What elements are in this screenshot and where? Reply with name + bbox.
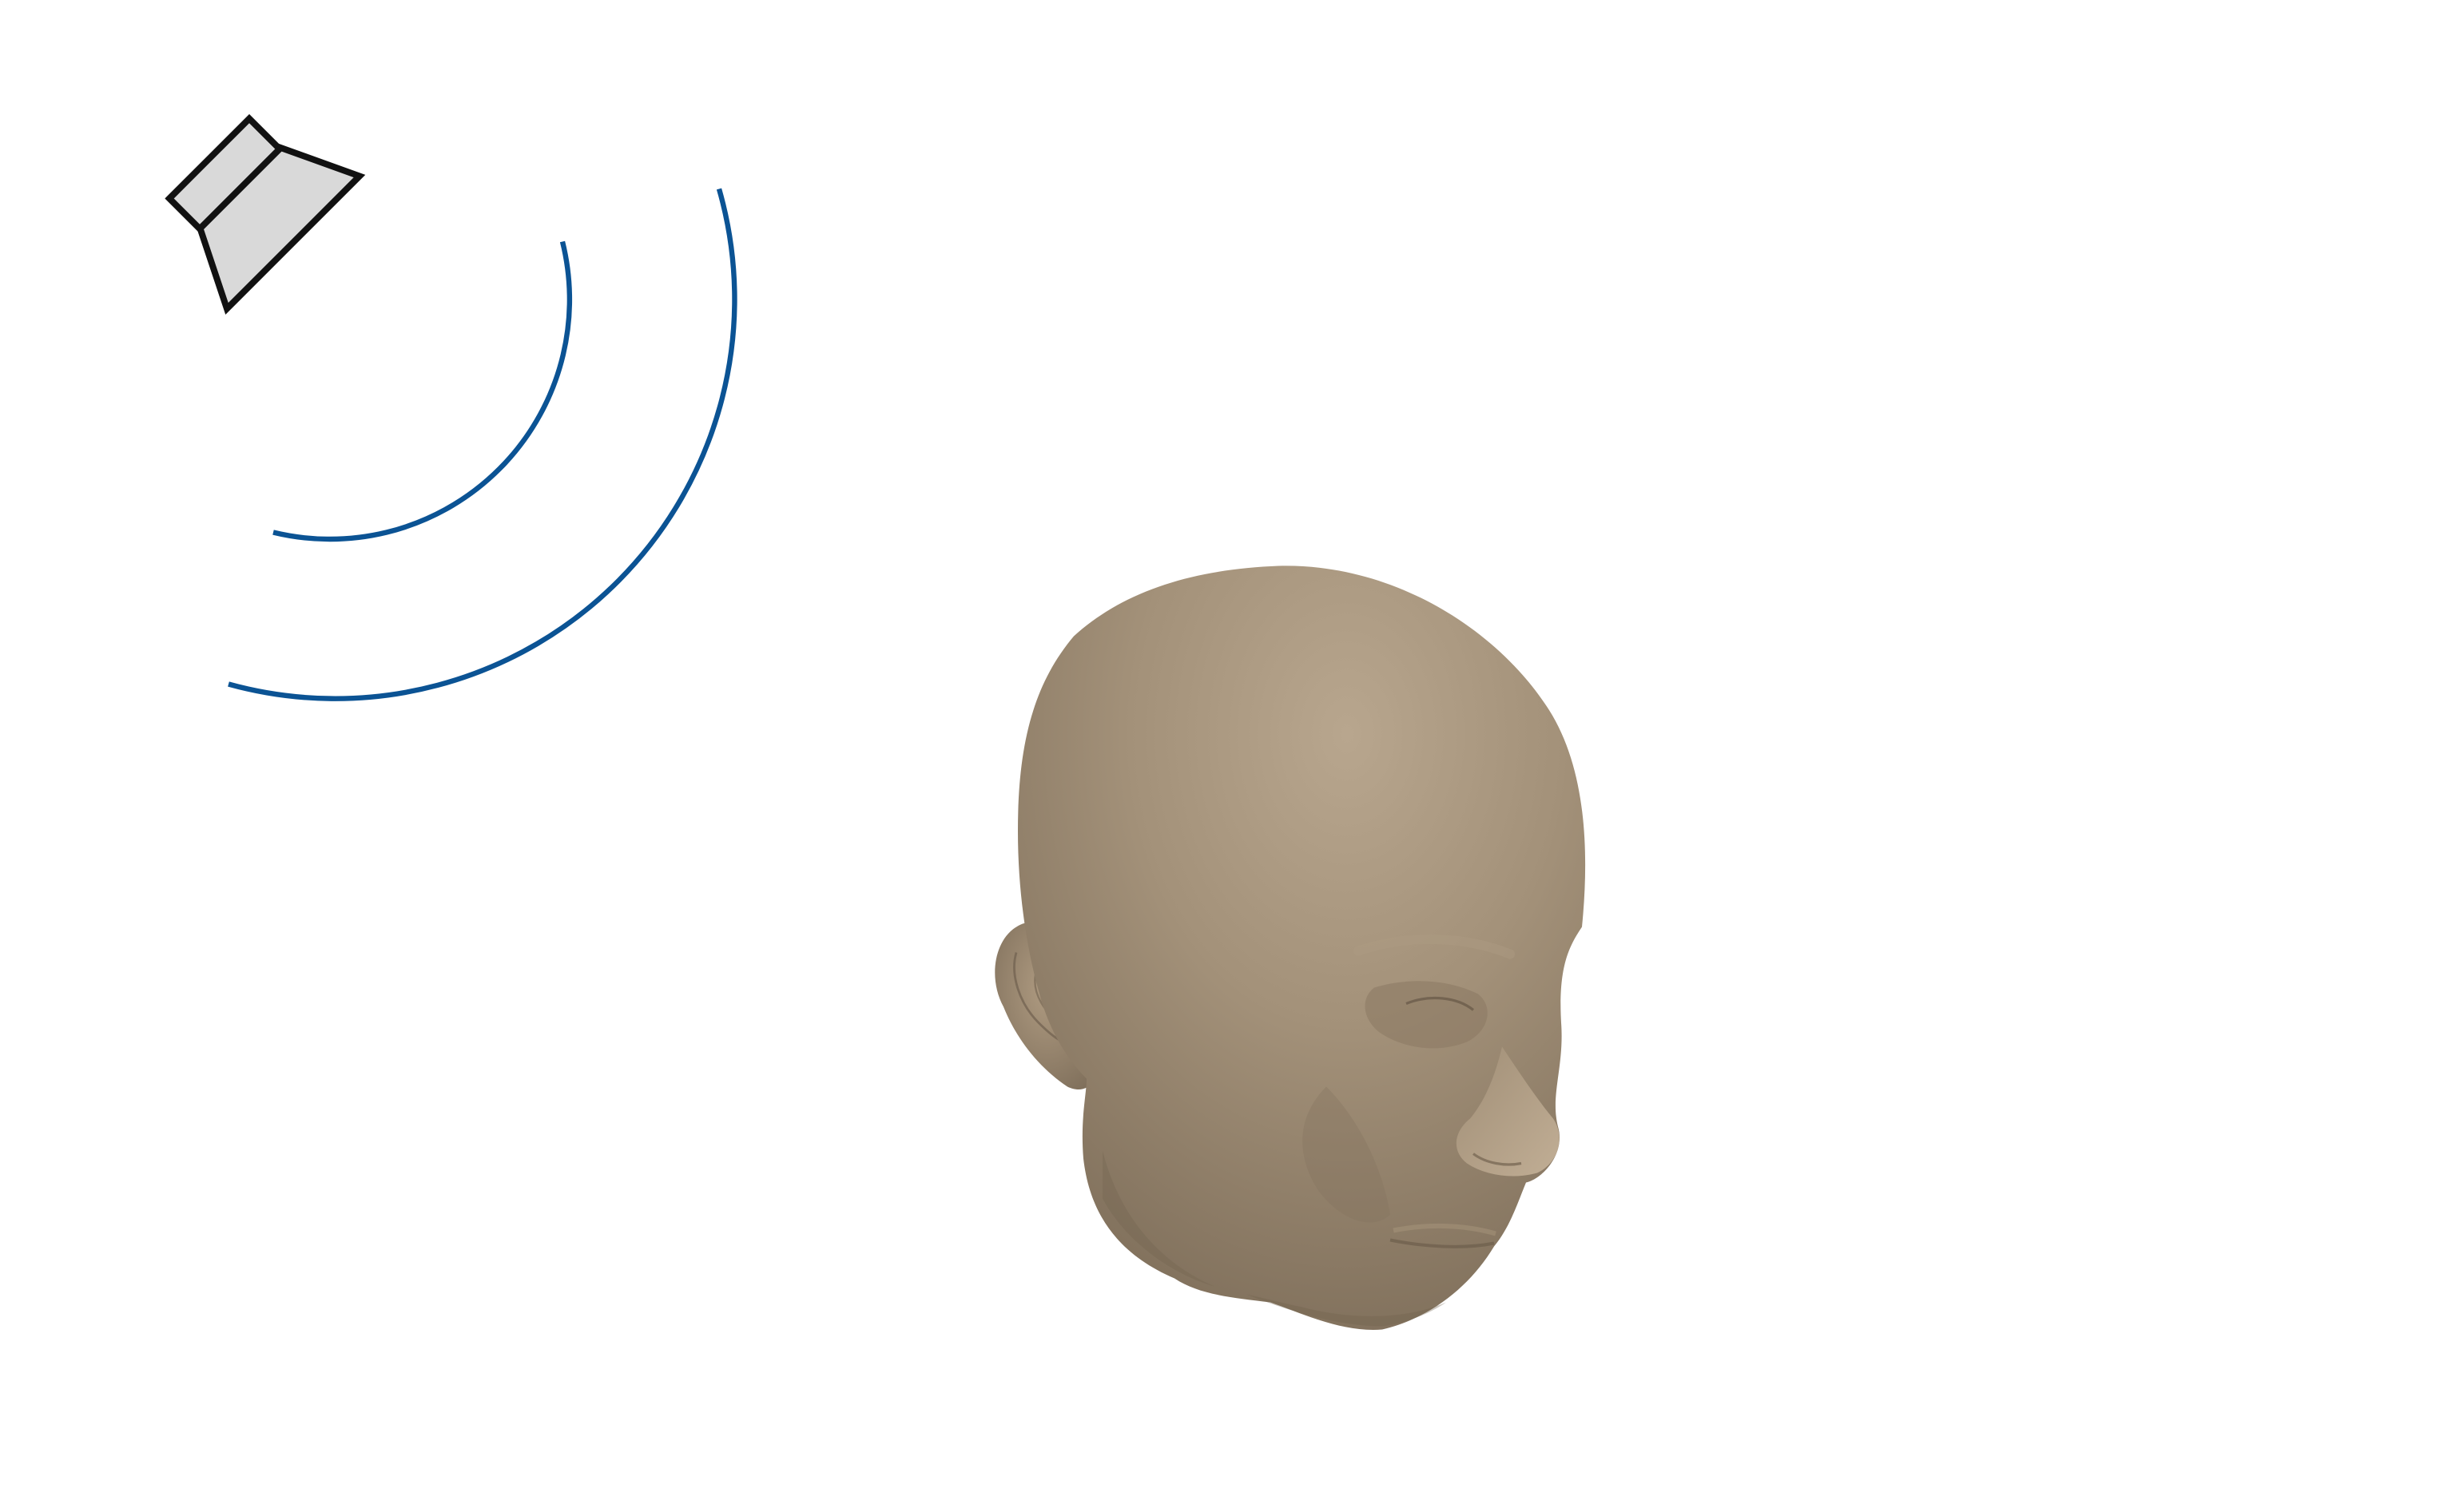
speaker-magnet xyxy=(165,113,284,234)
speaker-icon xyxy=(165,113,366,315)
cheek-shadow xyxy=(1302,1086,1390,1223)
head-surface xyxy=(1018,565,1586,1330)
mouth xyxy=(1389,1238,1495,1248)
nose xyxy=(1456,1046,1560,1177)
eyelid xyxy=(1405,996,1474,1011)
sound-wave-outer xyxy=(228,188,737,701)
upper-lip xyxy=(1393,1223,1496,1236)
chin-shadow xyxy=(1246,1294,1446,1327)
neck-shadow xyxy=(1103,1150,1214,1287)
sound-wave-inner xyxy=(272,240,573,542)
eye-socket xyxy=(1365,981,1488,1049)
nostril xyxy=(1472,1153,1522,1166)
sound-wave-icon xyxy=(228,188,737,701)
brow xyxy=(1353,934,1515,959)
human-head-mesh xyxy=(995,565,1586,1330)
